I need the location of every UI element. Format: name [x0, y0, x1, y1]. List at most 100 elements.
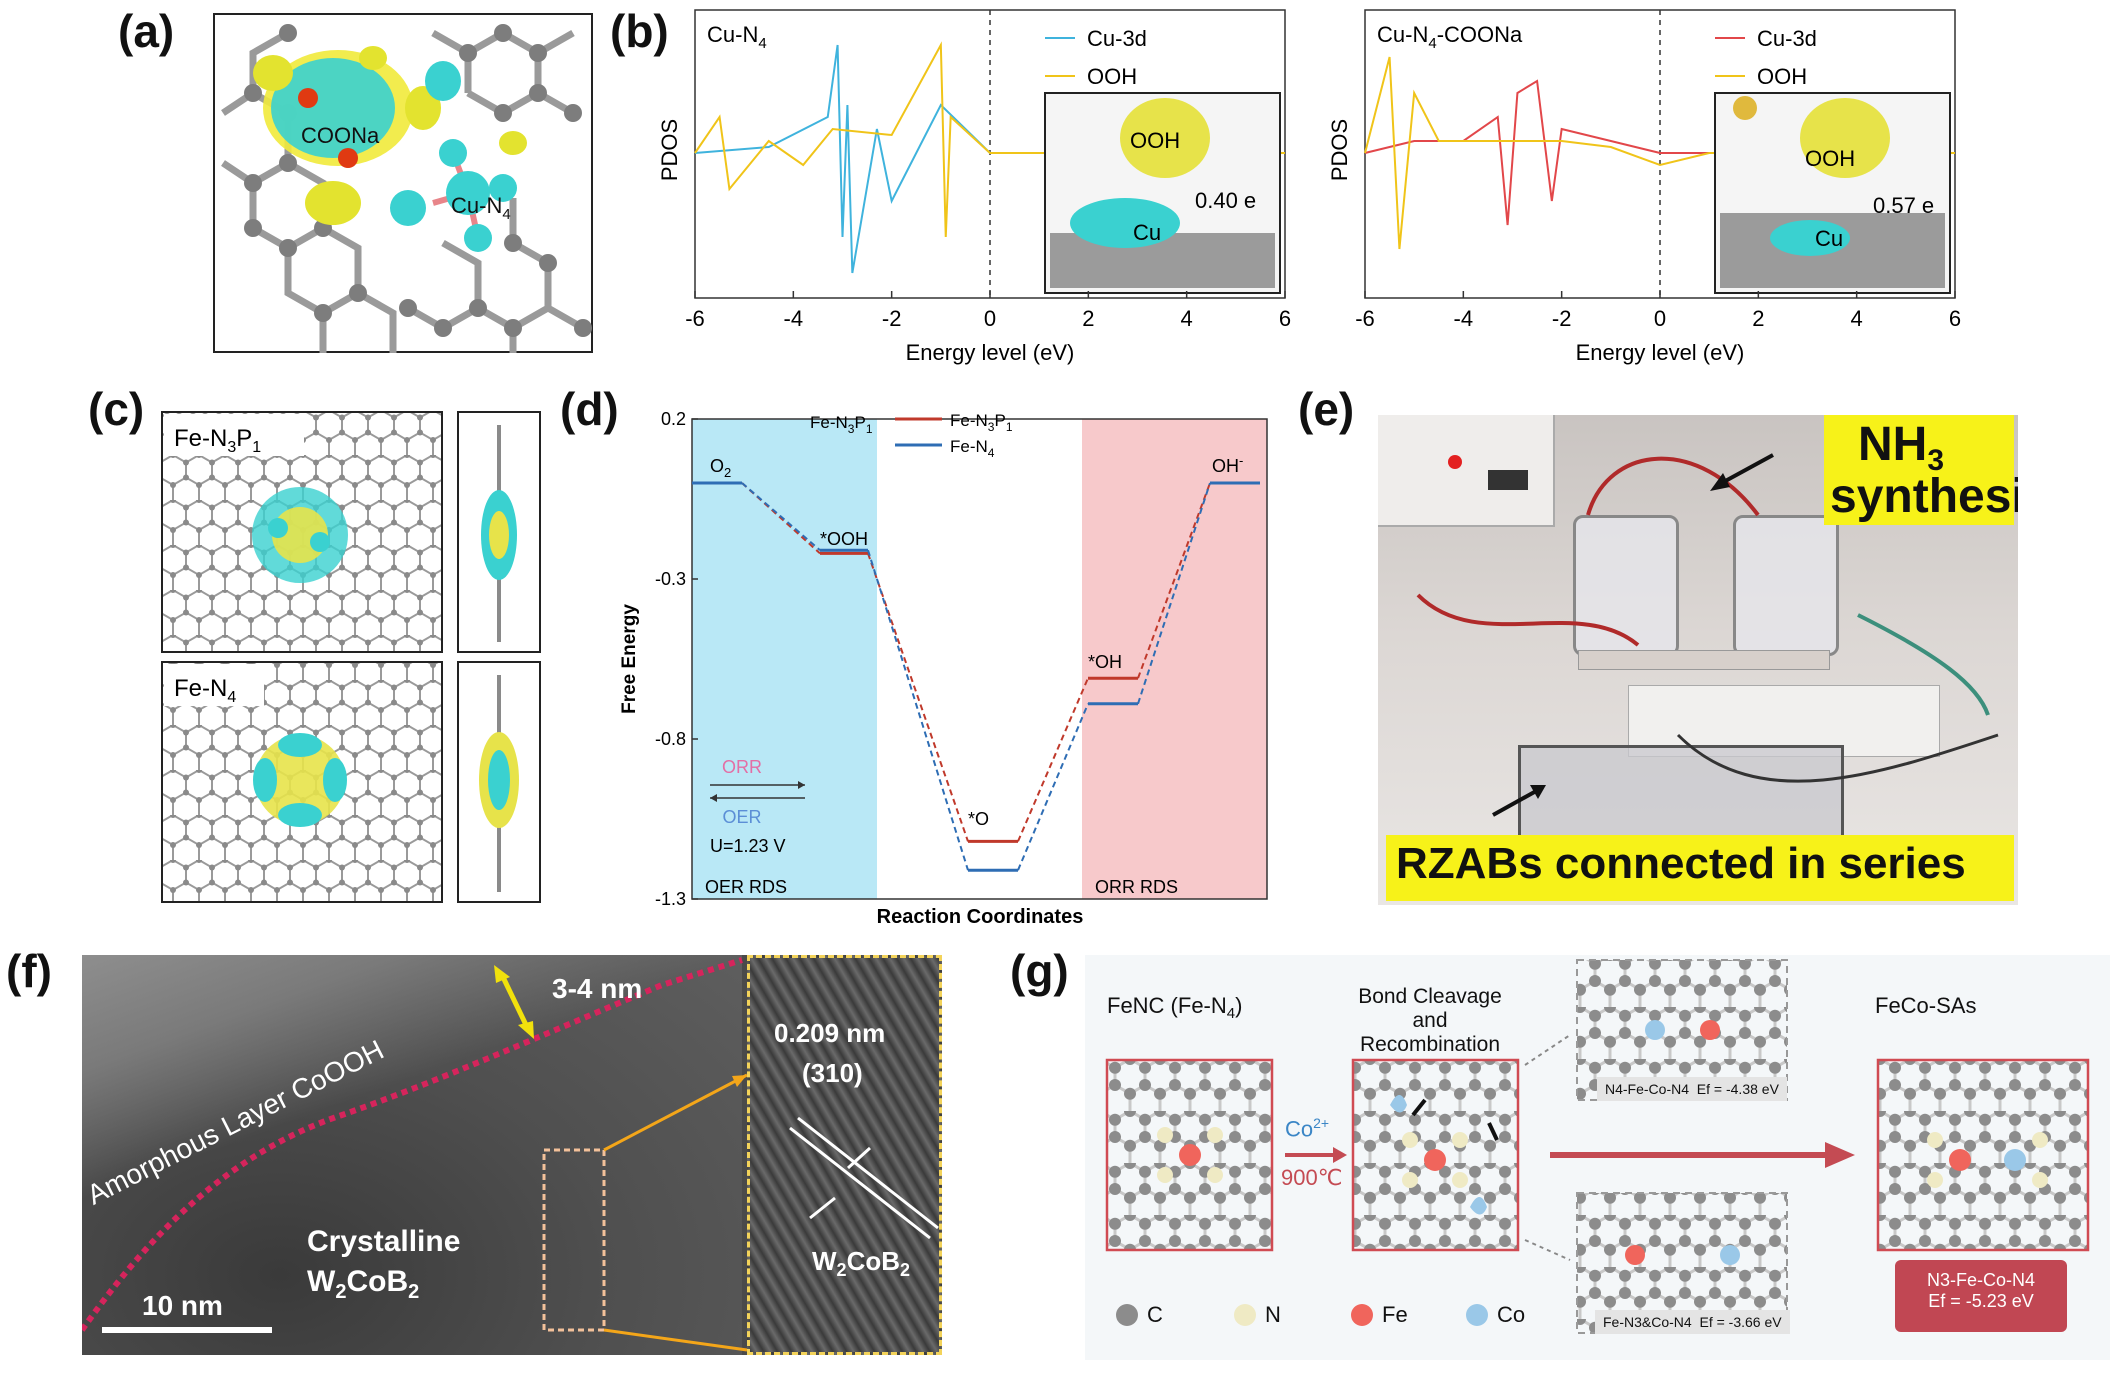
side-view-bottom — [479, 675, 519, 892]
rzabs-label: RZABs connected in series — [1396, 839, 1966, 888]
g-legend-c: C — [1147, 1302, 1163, 1327]
b-right-legend-cu3d: Cu-3d — [1757, 26, 1817, 51]
nh3-highlight — [1824, 415, 2014, 525]
pdos-xtick: 2 — [1082, 306, 1094, 331]
d-connector — [867, 549, 969, 871]
pdos-xtick: 2 — [1752, 306, 1764, 331]
d-legend-fe-n3p1: Fe-N3P1 — [810, 413, 873, 436]
d-region-orr-label: ORR RDS — [1095, 877, 1178, 897]
d-legend-fe-n3p1-text: Fe-N3P1 — [950, 411, 1013, 434]
pdos-xtick: -4 — [1454, 306, 1474, 331]
b-right-ylabel: PDOS — [1327, 119, 1352, 181]
panel-e-photo: NH3 synthesis RZABs connected in series — [1378, 415, 2018, 905]
d-legend-fe-n4-text: Fe-N4 — [950, 437, 995, 460]
oxygen-atom — [298, 88, 318, 108]
oxygen-atom — [338, 148, 358, 168]
orr-rds-region — [1082, 419, 1267, 899]
c-label-fe-n3p1: Fe-N3P1 — [174, 425, 261, 456]
pdos-series-ooh — [1364, 56, 1955, 250]
d-state-oh: *OH — [1088, 652, 1122, 672]
oer-rds-region — [692, 419, 877, 899]
panel-a-structure: COONa Cu-N4 — [213, 13, 593, 353]
pdos-xtick: 4 — [1851, 306, 1863, 331]
pdos-xtick: 0 — [1654, 306, 1666, 331]
charge-density — [253, 46, 527, 252]
b-left-inset: OOH 0.40 e Cu — [1044, 92, 1281, 294]
panel-label-d: (d) — [560, 383, 619, 435]
b-left-ylabel: PDOS — [657, 119, 682, 181]
g-top-variant-label: N4-Fe-Co-N4 Ef = -4.38 eV — [1597, 1077, 1787, 1101]
crystalline-label: Crystalline — [307, 1225, 461, 1258]
charge-density-top — [252, 487, 348, 583]
g-temp-label: 900℃ — [1281, 1165, 1343, 1190]
thickness-label: 3-4 nm — [552, 973, 643, 1004]
coona-label: COONa — [301, 123, 380, 148]
d-potential-label: U=1.23 V — [710, 836, 786, 856]
b-right-inset-cu: Cu — [1815, 226, 1843, 251]
g-legend-co: Co — [1497, 1302, 1526, 1327]
g-feco-title: FeCo-SAs — [1875, 993, 1977, 1018]
pdos-xtick: -2 — [1552, 306, 1572, 331]
panel-label-e: (e) — [1298, 383, 1355, 435]
w2cob2-label: W2CoB2 — [307, 1265, 420, 1303]
d-connector — [1137, 482, 1211, 705]
lattice-plane-label: (310) — [802, 1058, 863, 1088]
d-arrow-oer-label: OER — [722, 807, 761, 827]
d-connector — [1017, 677, 1089, 842]
inset-w2cob2-label: W2CoB2 — [812, 1246, 911, 1280]
panel-b-right-chart: Cu-N4-COONa Cu-3d OOH OOH 0.57 e Cu PDOS… — [1327, 9, 1961, 365]
d-connector — [1137, 482, 1211, 679]
scale-bar-label: 10 nm — [142, 1290, 223, 1321]
pdos-xtick: 4 — [1181, 306, 1193, 331]
side-view-top — [481, 425, 517, 642]
d-arrow-orr-label: ORR — [722, 757, 762, 777]
panel-b-left-chart: Cu-N4 Cu-3d OOH OOH 0.40 e Cu PDOS -6-4-… — [657, 9, 1291, 365]
rzabs-highlight — [1386, 835, 2014, 901]
panel-label-g: (g) — [1010, 945, 1069, 997]
pdos-series-ooh — [694, 41, 1285, 238]
d-connector — [741, 482, 821, 555]
hrtem-inset: 0.209 nm (310) W2CoB2 — [747, 955, 942, 1355]
b-left-xlabel: Energy level (eV) — [906, 340, 1075, 365]
d-connector — [1017, 703, 1089, 871]
pdos-xtick: 6 — [1949, 306, 1961, 331]
d-connector — [867, 553, 969, 842]
pdos-xtick: 6 — [1279, 306, 1291, 331]
b-left-legend-cu3d: Cu-3d — [1087, 26, 1147, 51]
b-left-inset-charge: 0.40 e — [1195, 188, 1256, 213]
d-ytick: -0.8 — [655, 729, 686, 749]
lattice-spacing-label: 0.209 nm — [774, 1018, 886, 1048]
panel-d-free-energy-chart: 0.2-0.3-0.8-1.3 Fe-N3P1 Fe-N3P1 Fe-N4 O2… — [619, 409, 1268, 928]
g-legend-n: N — [1265, 1302, 1281, 1327]
electrolyzer-cell-left — [1573, 515, 1679, 656]
pdos-xtick: -6 — [1355, 306, 1375, 331]
b-right-xlabel: Energy level (eV) — [1576, 340, 1745, 365]
d-ytick: 0.2 — [661, 409, 686, 429]
panel-label-b: (b) — [610, 5, 669, 57]
b-left-legend-ooh: OOH — [1087, 64, 1137, 89]
charge-density-bottom — [253, 733, 347, 827]
g-legend-fe: Fe — [1382, 1302, 1408, 1327]
b-right-inset-ooh: OOH — [1805, 146, 1855, 171]
d-state-oh-minus: OH- — [1212, 453, 1243, 476]
cu-n4-label: Cu-N4 — [451, 193, 511, 223]
amorphous-boundary — [82, 957, 743, 1332]
c-label-fe-n4: Fe-N4 — [174, 675, 236, 706]
zoom-region — [542, 1148, 606, 1332]
g-final-energy-badge: N3-Fe-Co-N4 Ef = -5.23 eV — [1895, 1260, 2067, 1332]
d-ytick: -1.3 — [655, 889, 686, 909]
d-connector — [741, 482, 821, 551]
nh3-label: NH3 — [1858, 418, 1945, 477]
d-state-o: *O — [968, 809, 989, 829]
g-legend — [1116, 1304, 1488, 1326]
d-state-o2: O2 — [710, 456, 731, 480]
panel-label-f: (f) — [6, 945, 52, 997]
pdos-xtick: -6 — [685, 306, 705, 331]
b-right-legend-ooh: OOH — [1757, 64, 1807, 89]
panel-label-c: (c) — [88, 383, 145, 435]
b-right-inset-charge: 0.57 e — [1873, 193, 1934, 218]
g-co2-label: Co2+ — [1285, 1115, 1330, 1142]
synthesis-label: synthesis — [1830, 470, 2018, 523]
